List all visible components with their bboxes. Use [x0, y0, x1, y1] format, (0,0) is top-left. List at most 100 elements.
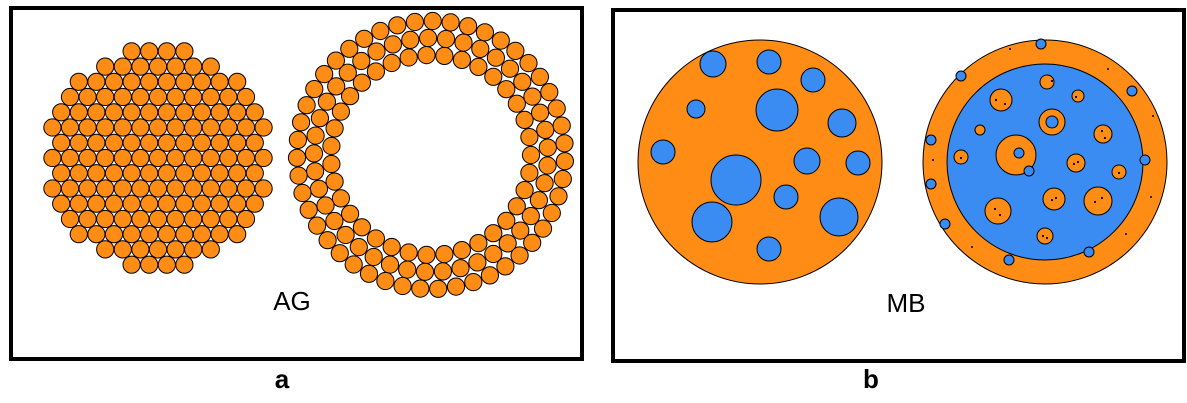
particle: [167, 88, 184, 105]
pore: [757, 50, 781, 74]
particle: [176, 256, 193, 273]
ring-particle: [470, 235, 487, 252]
ring-particle: [377, 272, 394, 289]
particle: [88, 73, 105, 90]
ring-particle: [550, 188, 567, 205]
particle: [202, 180, 219, 197]
ring-particle: [507, 42, 524, 59]
particle: [114, 88, 131, 105]
panel-ag: AG: [9, 6, 584, 361]
ring-particle: [384, 36, 401, 53]
particle: [88, 195, 105, 212]
particle: [202, 149, 219, 166]
ring-particle: [326, 173, 343, 190]
ring-particle: [516, 182, 533, 199]
ring-particle: [420, 29, 437, 46]
particle: [202, 241, 219, 258]
particle: [61, 88, 78, 105]
panel-mb: MB: [611, 8, 1186, 363]
ring-particle: [430, 280, 447, 297]
particle: [167, 149, 184, 166]
ring-particle: [539, 139, 556, 156]
ring-particle: [481, 267, 498, 284]
particle: [141, 43, 158, 60]
ring-particle: [534, 220, 551, 237]
core-inclusion: [1067, 154, 1085, 172]
ring-particle: [436, 47, 453, 64]
ring-particle: [323, 137, 340, 154]
particle: [237, 149, 254, 166]
micro-dot: [1046, 237, 1048, 239]
ring-particle: [367, 63, 384, 80]
ring-particle: [498, 81, 515, 98]
particle: [149, 119, 166, 136]
particle: [237, 88, 254, 105]
pore: [692, 202, 732, 242]
particle: [70, 73, 87, 90]
particle: [158, 43, 175, 60]
particle: [167, 58, 184, 75]
ring-particle: [521, 164, 538, 181]
particle: [220, 149, 237, 166]
ring-particle: [543, 204, 560, 221]
particle: [255, 149, 272, 166]
ring-particle: [394, 277, 411, 294]
particle: [185, 210, 202, 227]
micro-dot: [1077, 161, 1079, 163]
ring-particle: [289, 131, 306, 148]
particle: [193, 134, 210, 151]
particle: [141, 165, 158, 182]
pore: [700, 51, 726, 77]
ring-particle: [501, 60, 518, 77]
particle: [70, 165, 87, 182]
ring-particle: [383, 54, 400, 71]
particle: [141, 73, 158, 90]
ring-particle: [548, 100, 565, 117]
particle: [123, 226, 140, 243]
micro-dot: [1004, 103, 1006, 105]
ring-particle: [492, 32, 509, 49]
particle: [185, 88, 202, 105]
particle: [61, 210, 78, 227]
ring-particle: [293, 114, 310, 131]
ring-particle: [316, 66, 333, 83]
particle: [70, 195, 87, 212]
ring-particle: [306, 81, 323, 98]
particle: [79, 88, 96, 105]
particle: [176, 104, 193, 121]
particle: [158, 256, 175, 273]
core-inclusion: [1094, 125, 1112, 143]
particle: [70, 134, 87, 151]
shell-dot: [1107, 68, 1109, 70]
ring-particle: [399, 261, 416, 278]
particle: [132, 241, 149, 258]
ring-particle: [323, 155, 340, 172]
particle: [185, 119, 202, 136]
particle: [185, 58, 202, 75]
ring-particle: [416, 263, 433, 280]
particle: [105, 226, 122, 243]
ring-particle: [389, 17, 406, 34]
particle: [97, 180, 114, 197]
ring-particle: [532, 104, 549, 121]
ring-particle: [356, 30, 373, 47]
particle: [211, 226, 228, 243]
ring-particle: [290, 167, 307, 184]
ring-particle: [452, 260, 469, 277]
ring-particle: [318, 93, 335, 110]
shell-pore: [1140, 155, 1150, 165]
particle: [229, 104, 246, 121]
ring-particle: [381, 256, 398, 273]
particle: [114, 241, 131, 258]
particle: [176, 43, 193, 60]
ring-particle: [553, 117, 570, 134]
particle: [88, 134, 105, 151]
ring-particle: [326, 212, 343, 229]
particle: [97, 149, 114, 166]
ring-particle: [487, 49, 504, 66]
particle: [141, 195, 158, 212]
particle: [114, 58, 131, 75]
shell-pore: [1004, 255, 1014, 265]
ring-particle: [497, 258, 514, 275]
particle: [220, 210, 237, 227]
